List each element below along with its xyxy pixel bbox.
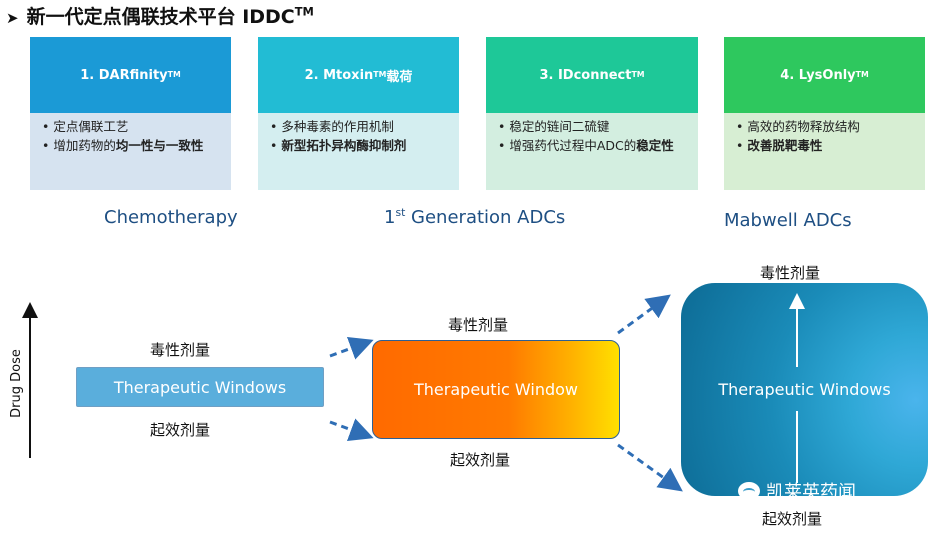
card-bullet: 多种毒素的作用机制 xyxy=(270,117,459,136)
dashed-arrow-upper-left xyxy=(329,336,374,360)
label-mabwell-adcs: Mabwell ADCs xyxy=(724,210,852,231)
card-body: 定点偶联工艺 增加药物的均一性与一致性 xyxy=(30,113,231,190)
card-title: 2. Mtoxin xyxy=(304,67,374,83)
card-body: 稳定的链间二硫键 增强药代过程中ADC的稳定性 xyxy=(486,113,698,190)
window3-arrows xyxy=(789,293,805,483)
card-title: 3. IDconnect xyxy=(539,67,632,83)
card-bullet: 增加药物的均一性与一致性 xyxy=(42,136,231,155)
therapeutic-window-mabwell: Therapeutic Windows xyxy=(681,283,928,496)
card-title: 4. LysOnly xyxy=(780,67,856,83)
title-text: 新一代定点偶联技术平台 IDDC xyxy=(26,6,295,28)
card-bullet: 高效的药物释放结构 xyxy=(736,117,925,136)
label-toxic-dose-2: 毒性剂量 xyxy=(448,316,509,334)
watermark: 凯莱英药闻 xyxy=(738,478,856,504)
label-effective-dose-3: 起效剂量 xyxy=(762,510,823,528)
therapeutic-window-first-gen: Therapeutic Window xyxy=(372,340,620,439)
card-bullet: 稳定的链间二硫键 xyxy=(498,117,698,136)
card-title-suffix: 载荷 xyxy=(386,69,413,85)
arrow-bullet-icon: ➤ xyxy=(6,9,19,27)
card-bullet: 改善脱靶毒性 xyxy=(736,136,925,155)
card-bullet: 增强药代过程中ADC的稳定性 xyxy=(498,136,698,155)
label-effective-dose-2: 起效剂量 xyxy=(450,451,511,469)
label-effective-dose-1: 起效剂量 xyxy=(150,421,211,439)
window-label: Therapeutic Windows xyxy=(113,377,287,397)
page-title: ➤ 新一代定点偶联技术平台 IDDCTM xyxy=(6,2,314,29)
label-toxic-dose-3: 毒性剂量 xyxy=(760,264,821,282)
label-first-generation: 1st Generation ADCs xyxy=(384,206,566,228)
dashed-arrow-lower-right xyxy=(617,443,683,492)
card-bullet: 定点偶联工艺 xyxy=(42,117,231,136)
window-label: Therapeutic Windows xyxy=(718,380,891,399)
window-label: Therapeutic Window xyxy=(414,380,578,399)
wechat-icon xyxy=(738,482,760,500)
card-title: 1. DARfinity xyxy=(80,67,168,83)
dashed-arrow-upper-right xyxy=(617,294,671,335)
card-body: 高效的药物释放结构 改善脱靶毒性 xyxy=(724,113,925,190)
label-toxic-dose-1: 毒性剂量 xyxy=(150,341,211,359)
therapeutic-window-chemo: Therapeutic Windows xyxy=(76,367,324,407)
card-body: 多种毒素的作用机制 新型拓扑异构酶抑制剂 xyxy=(258,113,459,190)
label-chemotherapy: Chemotherapy xyxy=(104,207,238,228)
axis-label-drug-dose: Drug Dose xyxy=(8,349,24,418)
card-bullet: 新型拓扑异构酶抑制剂 xyxy=(270,136,459,155)
dashed-arrow-lower-left xyxy=(329,418,374,442)
watermark-text: 凯莱英药闻 xyxy=(766,482,856,503)
title-trademark: TM xyxy=(294,4,314,19)
